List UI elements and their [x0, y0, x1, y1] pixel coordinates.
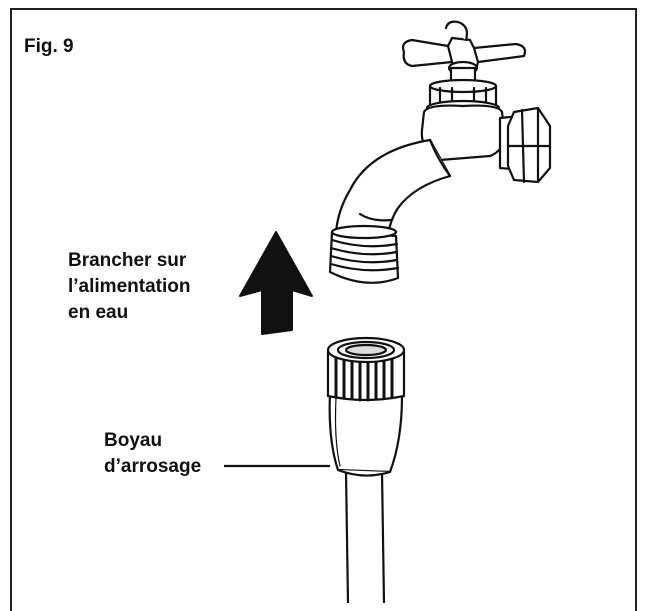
instruction-line-3: en eau: [68, 302, 129, 323]
instruction-line-2: l’alimentation: [68, 276, 191, 297]
figure-label: Fig. 9: [24, 36, 74, 57]
instruction-line-1: Brancher sur: [68, 250, 187, 271]
hose-coupling-icon: [326, 336, 406, 603]
instruction-text: Brancher sur l’alimentation en eau: [68, 248, 190, 326]
hose-label-line-1: Boyau: [104, 430, 163, 451]
faucet-icon: [328, 20, 552, 284]
arrow-up-icon: [239, 231, 313, 335]
hose-label: Boyau d’arrosage: [104, 428, 201, 480]
hose-label-line-2: d’arrosage: [104, 456, 202, 477]
